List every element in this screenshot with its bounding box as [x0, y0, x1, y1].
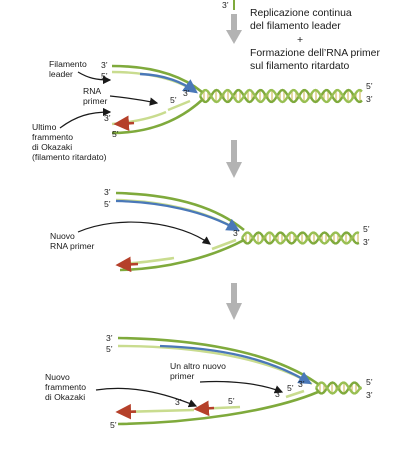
p2-end-top-5: 5’ — [104, 199, 111, 209]
p3-end-top-3: 3’ — [106, 333, 113, 343]
rna-primer-1 — [167, 99, 191, 112]
p3-end-right-3: 3’ — [366, 390, 373, 400]
step-caption-line3: Formazione dell’RNA primer — [250, 48, 380, 59]
okazaki-pointer-1 — [59, 107, 112, 129]
parent-strand-bottom-1 — [111, 99, 203, 135]
helix-backbone — [314, 381, 363, 395]
parent-strand-bottom-3 — [117, 390, 319, 426]
double-helix-3 — [314, 381, 363, 395]
rna-primer-3 — [285, 389, 305, 399]
okazaki-pointer-3 — [95, 387, 198, 408]
leader-blue-3 — [159, 344, 312, 385]
helix-backbone — [240, 231, 360, 245]
p1-end-top-3: 3’ — [101, 60, 108, 70]
okazaki-fragment-2 — [119, 256, 175, 266]
p3-end-fork-3: 3’ — [275, 389, 282, 399]
p2-end-right-3: 3’ — [363, 237, 370, 247]
leader-blue-2 — [115, 199, 240, 232]
step-caption-line4: sul filamento ritardato — [250, 61, 350, 72]
parent-strand-bottom-2 — [119, 238, 245, 272]
double-helix-2 — [240, 231, 360, 245]
step-caption-plus: + — [297, 35, 303, 46]
p1-end-low-5: 5’ — [112, 129, 119, 139]
helix-backbone — [198, 88, 363, 104]
p3-end-frag-5: 5’ — [228, 396, 235, 406]
leader-pointer — [77, 71, 112, 85]
p3-end-top-5: 5’ — [106, 344, 113, 354]
step-caption-line1: Replicazione continua — [250, 8, 352, 19]
okazaki-red-3b — [193, 400, 215, 417]
p3-end-fork-3b: 3’ — [298, 379, 305, 389]
p1-end-right-3: 3’ — [366, 94, 373, 104]
helix-backbone — [198, 88, 363, 104]
parent-strand-top-2 — [115, 191, 245, 232]
primer-pointer-3 — [199, 380, 284, 394]
helix-backbone — [240, 231, 360, 245]
down-arrow-3 — [226, 283, 242, 320]
p3-end-frag-3: 3’ — [175, 397, 182, 407]
p2-end-right-5: 5’ — [363, 224, 370, 234]
double-helix-1 — [198, 88, 363, 104]
p1-end-right-5: 5’ — [366, 81, 373, 91]
down-arrow-1 — [226, 14, 242, 44]
step-caption-line2: del filamento leader — [250, 21, 341, 32]
p3-end-right-5: 5’ — [366, 377, 373, 387]
panel-3: 3’ 5’ 3’ 5’ 3’ 5’ 3’ 5’ 3’ 5’ Un altro n… — [45, 333, 373, 430]
p1-end-fork-3: 3’ — [183, 88, 190, 98]
okazaki-red-1 — [113, 115, 135, 132]
rna-primer-2 — [211, 238, 237, 251]
p3-end-fork-5: 5’ — [287, 383, 294, 393]
top-end-label: 3’ — [222, 0, 229, 10]
p1-end-mid-5: 5’ — [170, 95, 177, 105]
primer-pointer-1 — [109, 95, 159, 106]
p2-end-fork-3: 3’ — [233, 228, 240, 238]
p3-end-bottom-5: 5’ — [110, 420, 117, 430]
leader-blue-1 — [139, 72, 198, 94]
p2-end-top-3: 3’ — [104, 187, 111, 197]
okazaki-fragment-1 — [111, 110, 167, 126]
primer-pointer-2 — [77, 221, 211, 245]
okazaki-red-2 — [115, 256, 139, 273]
p1-end-low-3: 3’ — [104, 113, 111, 123]
down-arrow-2 — [226, 140, 242, 178]
